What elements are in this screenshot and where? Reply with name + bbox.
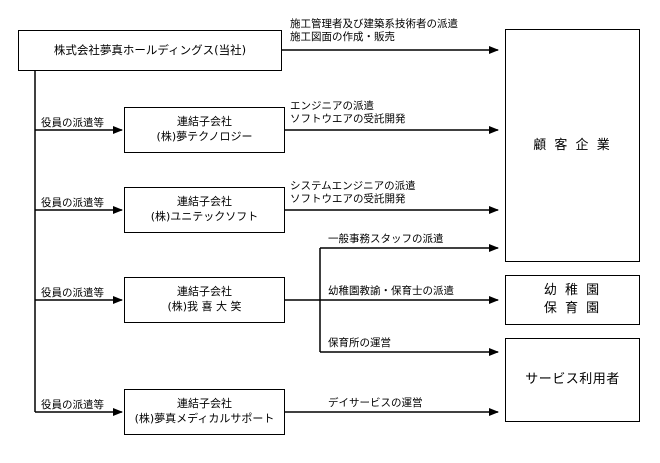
sub2-service-label: システムエンジニアの派遣 ソフトウエアの受託開発 <box>290 180 416 206</box>
officer-dispatch-label: 役員の派遣等 <box>41 399 104 411</box>
subsidiary-box-medical-support: 連結子会社 (株)夢真メディカルサポート <box>124 389 285 435</box>
service-users-box: サービス利用者 <box>505 338 640 422</box>
subsidiary-box-gakidaisho: 連結子会社 (株)我 喜 大 笑 <box>124 277 285 323</box>
sub3-service-clerical: 一般事務スタッフの派遣 <box>328 233 444 245</box>
sub3-service-childcare: 幼稚園教諭・保育士の派遣 <box>328 285 454 297</box>
sub4-service-label: デイサービスの運営 <box>328 397 423 409</box>
officer-dispatch-label: 役員の派遣等 <box>41 197 104 209</box>
sub1-service-label: エンジニアの派遣 ソフトウエアの受託開発 <box>290 100 406 126</box>
officer-dispatch-label: 役員の派遣等 <box>41 287 104 299</box>
kindergarten-box: 幼 稚 園 保 育 園 <box>505 275 640 325</box>
customers-box: 顧 客 企 業 <box>505 29 640 262</box>
officer-dispatch-label: 役員の派遣等 <box>41 117 104 129</box>
subsidiary-box-yume-technology: 連結子会社 (株)夢テクノロジー <box>124 107 285 153</box>
parent-service-label: 施工管理者及び建築系技術者の派遣 施工図面の作成・販売 <box>290 18 458 44</box>
sub3-service-nursery: 保育所の運営 <box>328 337 391 349</box>
parent-company-label: 株式会社夢真ホールディングス(当社) <box>53 42 247 57</box>
parent-company-box: 株式会社夢真ホールディングス(当社) <box>18 30 282 71</box>
subsidiary-box-unitec-soft: 連結子会社 (株)ユニテックソフト <box>124 187 285 233</box>
